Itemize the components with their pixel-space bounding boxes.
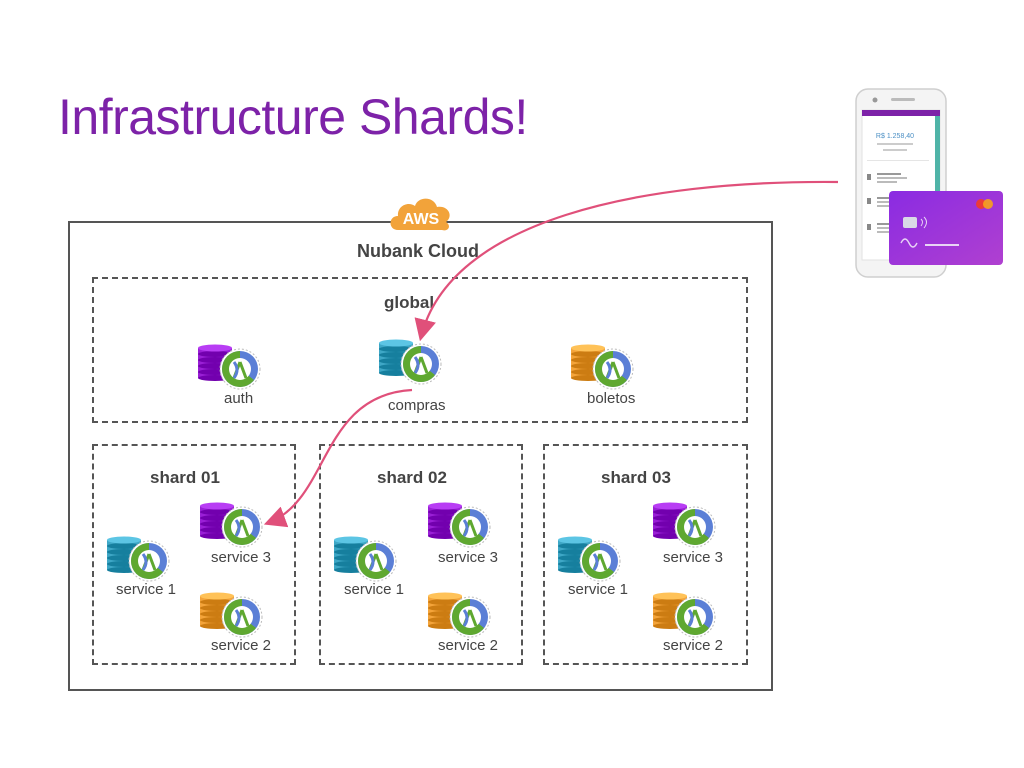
compras-to-shard01-arrow (263, 388, 413, 528)
shard01-service3-label: service 3 (211, 549, 272, 566)
shard01-service1-label: service 1 (116, 581, 177, 598)
shard03-service2-label: service 2 (663, 637, 724, 654)
boletos-service-icon (569, 342, 639, 392)
shard03-service1-icon (556, 534, 626, 584)
credit-card-icon (889, 191, 1003, 265)
shard01-service2-label: service 2 (211, 637, 272, 654)
global-title: global (384, 293, 435, 312)
shard02-service2-label: service 2 (438, 637, 499, 654)
shard-box-01 (92, 444, 296, 665)
aws-badge-text: AWS (403, 211, 440, 228)
auth-service-icon (196, 342, 266, 392)
compras-label: compras (388, 397, 446, 414)
shard02-service3-label: service 3 (438, 549, 499, 566)
shard03-service3-label: service 3 (663, 549, 724, 566)
shard01-service3-icon (198, 500, 268, 550)
shard-title-03: shard 03 (601, 468, 671, 487)
phone-to-compras-arrow (414, 180, 839, 342)
boletos-label: boletos (587, 390, 636, 407)
global-box (92, 277, 748, 423)
shard03-service1-label: service 1 (568, 581, 629, 598)
shard02-service1-label: service 1 (344, 581, 405, 598)
shard-box-03 (543, 444, 748, 665)
aws-cloud-icon: AWS (386, 192, 456, 236)
shard02-service1-icon (332, 534, 402, 584)
shard01-service2-icon (198, 590, 268, 640)
cloud-title: Nubank Cloud (357, 241, 479, 261)
shard-title-01: shard 01 (150, 468, 220, 487)
shard01-service1-icon (105, 534, 175, 584)
auth-label: auth (224, 390, 254, 407)
shard02-service2-icon (426, 590, 496, 640)
shard-box-02 (319, 444, 523, 665)
shard03-service3-icon (651, 500, 721, 550)
phone-balance: R$ 1.258,40 (876, 133, 914, 140)
shard03-service2-icon (651, 590, 721, 640)
slide-title: Infrastructure Shards! (58, 89, 528, 145)
shard02-service3-icon (426, 500, 496, 550)
shard-title-02: shard 02 (377, 468, 447, 487)
compras-service-icon (377, 337, 447, 387)
